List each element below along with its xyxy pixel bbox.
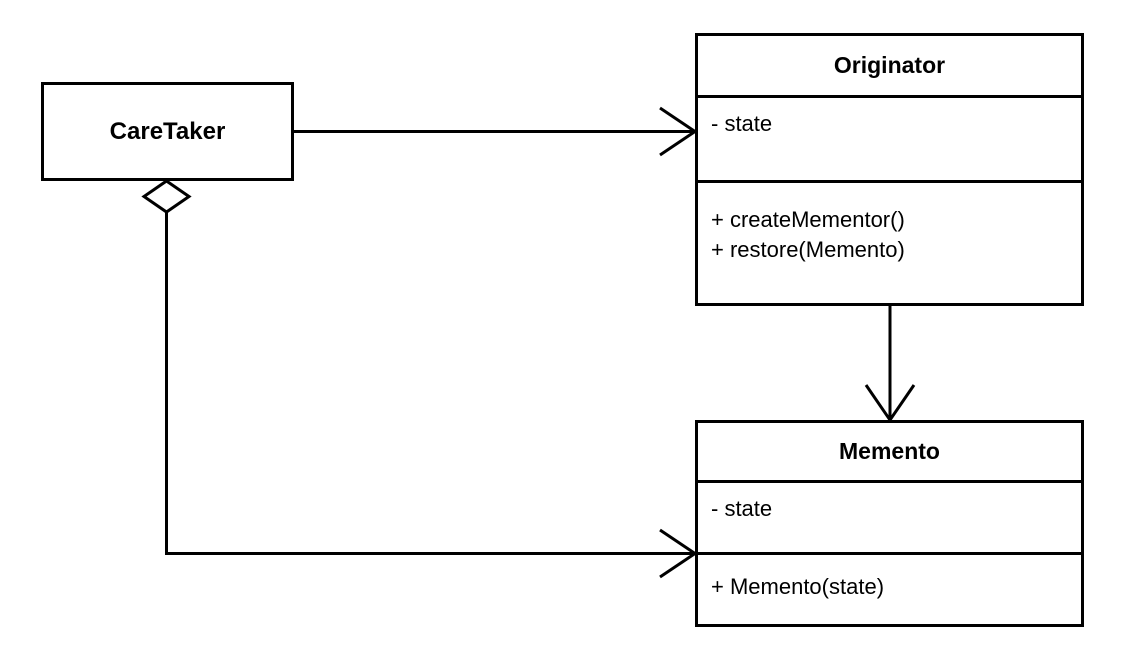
arrowhead-open-memento-top	[864, 384, 916, 423]
uml-class-caretaker[interactable]: CareTaker	[41, 82, 294, 181]
attribute-item: - state	[711, 496, 773, 521]
attributes-compartment-originator: - state	[698, 95, 1081, 180]
methods-compartment-memento: + Memento(state)	[698, 552, 1081, 624]
aggregation-diamond-icon	[141, 179, 192, 214]
edge-caretaker-aggregation-memento	[141, 179, 698, 579]
method-list-originator: + createMementor() + restore(Memento)	[698, 183, 1081, 265]
method-item: + restore(Memento)	[711, 237, 905, 262]
class-name-caretaker: CareTaker	[44, 85, 291, 178]
arrowhead-open-memento-left	[659, 528, 698, 579]
method-list-memento: + Memento(state)	[698, 555, 1081, 602]
method-item: + createMementor()	[711, 207, 905, 232]
method-item: + Memento(state)	[711, 574, 885, 599]
methods-compartment-originator: + createMementor() + restore(Memento)	[698, 180, 1081, 303]
attribute-list-originator: - state	[698, 98, 1081, 139]
attributes-compartment-memento: - state	[698, 480, 1081, 552]
edge-line-caretaker-memento	[165, 212, 694, 555]
uml-class-originator[interactable]: Originator - state + createMementor() + …	[695, 33, 1084, 306]
edge-originator-to-memento	[864, 306, 916, 423]
class-name-originator: Originator	[698, 36, 1081, 95]
arrowhead-open-originator	[659, 106, 698, 157]
attribute-list-memento: - state	[698, 483, 1081, 524]
uml-class-memento[interactable]: Memento - state + Memento(state)	[695, 420, 1084, 627]
edge-caretaker-to-originator	[294, 106, 698, 157]
class-name-memento: Memento	[698, 423, 1081, 480]
attribute-item: - state	[711, 111, 773, 136]
